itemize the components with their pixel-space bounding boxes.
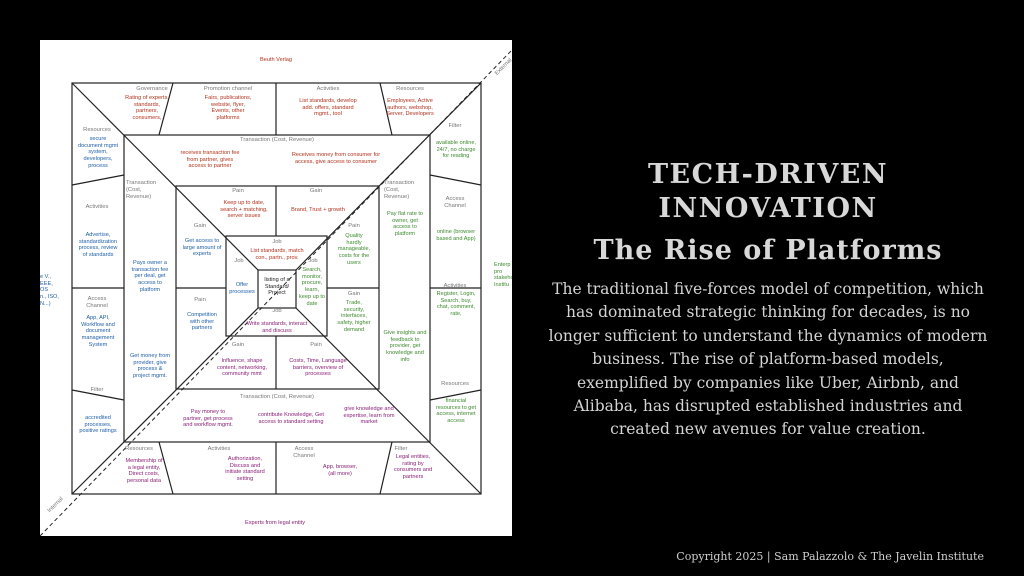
outer-right-access-head: Access Channel (444, 196, 466, 209)
ring3-left-gain-text: Get access to large amount of experts (182, 238, 222, 258)
ring3-top-pain-head: Pain (232, 188, 244, 194)
ring3-bottom-gain-head: Gain (231, 342, 245, 348)
outer-left-resources-text: secure document mgmt system, developers,… (77, 136, 119, 169)
ring3-bottom-pain-text: Costs, Time, Language barriers, overview… (289, 358, 347, 378)
slide-body: The traditional five-forces model of com… (548, 280, 988, 439)
ring2-bottom-head: Transaction (Cost, Revenue) (240, 394, 314, 400)
ring2-left-lower-text: Get money from provider, give process & … (129, 353, 171, 380)
ring2-top-head: Transaction (Cost, Revenue) (240, 137, 314, 143)
outer-top-promotion-text: Fairs, publications, website, flyer, Eve… (204, 95, 252, 122)
ring2-top-right-text: Receives money from consumer for access,… (291, 152, 381, 165)
outer-left-resources-head: Resources (83, 127, 111, 133)
outer-bottom-access-head: Access Channel (293, 446, 315, 459)
ring3-right-pain-head: Pain (348, 223, 360, 229)
diagram-lines (40, 49, 512, 536)
slide-subtitle: The Rise of Platforms (593, 235, 943, 266)
outer-top-promotion-head: Promotion channel (203, 86, 253, 92)
outer-right-activities-text: Register, Login, Search, buy, chat, comm… (436, 291, 476, 318)
outer-top-resources-head: Resources (396, 86, 424, 92)
outer-bottom-activities-text: Authorization, Discuss and initiate stan… (225, 456, 265, 483)
ring3-right-pain-text: Quality hardly manageable, costs for the… (337, 233, 371, 266)
outer-top-activities-text: List standards, develop add. offers, sta… (299, 98, 357, 118)
ring3-bottom-pain-head: Pain (310, 342, 322, 348)
internal-external-divider (40, 49, 512, 536)
center-square (257, 269, 297, 309)
right-partial-text: Enterp pro stakeho Institu (494, 262, 512, 289)
outer-right-resources-text: financial resources to get access, inter… (435, 398, 477, 425)
ring3-right-gain-text: Trade, security, interfaces, safety, hig… (337, 300, 371, 333)
ring3-bottom-gain-text: Influence, shape content, networking, co… (216, 358, 268, 378)
ring2-right-head: Transaction (Cost, Revenue) (384, 180, 415, 200)
slide-text-panel: TECH-DRIVEN INNOVATION The Rise of Platf… (548, 158, 988, 442)
bottom-caption: Experts from legal entity (244, 520, 305, 526)
ring3-top-gain-text: Brand, Trust + growth (291, 207, 345, 213)
outer-right-filter-head: Filter (448, 123, 462, 129)
left-partial-text: e V., EEE, OS n., ISO, N...) (40, 274, 59, 307)
slide-title: TECH-DRIVEN INNOVATION (647, 159, 889, 224)
outer-top-resources-text: Employees, Active authors, webshop, Serv… (386, 98, 434, 118)
ring3-left-pain-text: Competition with other partners (187, 312, 217, 332)
ring4-top-text: List standards, match con., partn., prov… (250, 248, 304, 261)
ring2-bottom-a-text: Pay money to partner, get process and wo… (183, 409, 233, 429)
outer-right-filter-text: available online, 24/7, no charge for re… (435, 140, 477, 160)
outer-bottom-resources-head: Resources (125, 446, 153, 452)
outer-bottom-filter-head: Filter (394, 446, 408, 452)
ring4-bottom-text: Write standards, interact and discuss (246, 321, 308, 334)
ring4-top-head: Job (272, 239, 282, 245)
ring2-top-left-text: receives transaction fee from partner, g… (180, 150, 240, 170)
top-caption: Beuth Verlag (259, 57, 293, 63)
outer-left-access-head: Access Channel (86, 296, 108, 309)
center-text: listing of a Standard/ Project (264, 277, 290, 297)
ring4-right-text: Search, monitor, procure, learn, keep up… (298, 267, 326, 307)
ring4-left-text: Offer processes (229, 282, 255, 295)
ring3-left-gain-head: Gain (193, 223, 207, 229)
outer-right-resources-head: Resources (441, 381, 469, 387)
ring2-bottom-b-text: contribute Knowledge, Get access to stan… (258, 412, 324, 425)
ring3-top-gain-head: Gain (309, 188, 323, 194)
ring4-right-head: Job (308, 258, 318, 264)
ring2-left-head: Transaction (Cost, Revenue) (126, 180, 157, 200)
outer-top-activities-head: Activities (316, 86, 340, 92)
outer-left-access-text: App, API, Workflow and document manageme… (81, 315, 115, 348)
outer-bottom-access-text: App, browser, (all more) (322, 464, 358, 477)
outer-top-governance-head: Governance (136, 86, 168, 92)
ring3-right-gain-head: Gain (347, 291, 361, 297)
ring3-top-pain-text: Keep up to date, search + matching, serv… (220, 200, 268, 220)
ring2-right-lower-text: Give insights and feedback to provider, … (383, 330, 427, 363)
outer-left-activities-head: Activities (85, 204, 109, 210)
ring2-left-upper-text: Pays owner a transaction fee per deal, g… (131, 260, 169, 293)
outer-left-filter-text: accredited processes, positive ratings (79, 415, 117, 435)
outer-right-activities-head: Activities (443, 283, 467, 289)
platform-canvas-diagram: Beuth Verlag Experts from legal entity E… (40, 40, 512, 536)
copyright-footer: Copyright 2025 | Sam Palazzolo & The Jav… (676, 550, 984, 563)
outer-bottom-resources-text: Membership of a legal entity, Direct cos… (125, 458, 163, 485)
ring4-bottom-head: Job (272, 308, 282, 314)
ring4-left-head: Job (234, 258, 244, 264)
ring2-bottom-c-text: give knowledge and expertise, learn from… (343, 406, 395, 426)
ring3-left-pain-head: Pain (194, 297, 206, 303)
outer-top-governance-text: Rating of experts, standards, partners, … (125, 95, 169, 122)
outer-left-activities-text: Advertise, standardization process, revi… (78, 232, 118, 259)
ring2-right-upper-text: Pay flat rate to owner, get access to pl… (386, 211, 424, 238)
outer-bottom-activities-head: Activities (207, 446, 231, 452)
outer-bottom-filter-text: Legal entities, rating by consumers and … (393, 454, 433, 481)
outer-right-access-text: online (browser based and App) (436, 229, 476, 242)
outer-left-filter-head: Filter (90, 387, 104, 393)
